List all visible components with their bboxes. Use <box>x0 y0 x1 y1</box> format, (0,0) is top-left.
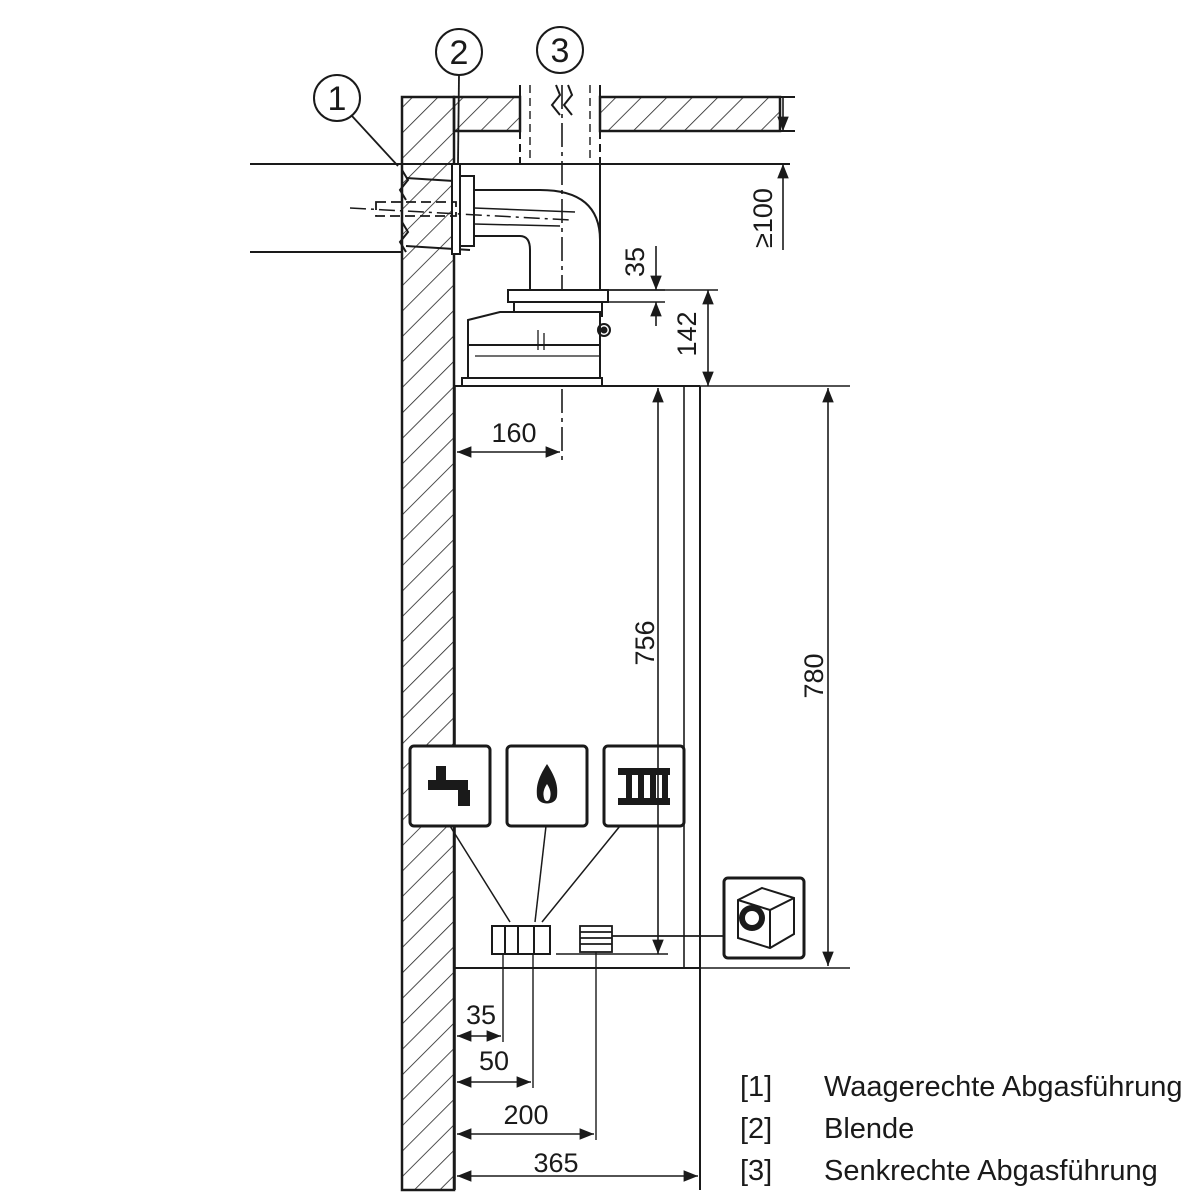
callout-3: 3 <box>536 26 584 74</box>
dim-inner-height: 756 <box>630 620 660 665</box>
dim-total-height: 780 <box>799 653 829 698</box>
legend-label: Waagerechte Abgasführung <box>824 1070 1183 1103</box>
legend: [1] Waagerechte Abgasführung [2] Blende … <box>740 1066 1182 1192</box>
wall <box>400 95 456 1192</box>
callout-1-label: 1 <box>328 80 347 118</box>
callout-2-label: 2 <box>450 34 469 72</box>
legend-item: [2] Blende <box>740 1108 1182 1150</box>
legend-item: [3] Senkrechte Abgasführung <box>740 1150 1182 1192</box>
icon-leaders <box>449 825 621 923</box>
legend-num: [1] <box>740 1070 773 1103</box>
dim-conn-365: 365 <box>533 1148 578 1178</box>
dim-flue-axis: 160 <box>491 418 536 448</box>
dim-conn-50: 50 <box>479 1046 509 1076</box>
device-head <box>461 289 611 387</box>
callout-2: 2 <box>435 28 483 165</box>
connection-block <box>491 925 668 955</box>
dimension-lines <box>457 97 834 1182</box>
callout-1: 1 <box>313 74 399 167</box>
siphon-icon <box>722 876 806 960</box>
flame-icon <box>505 744 589 828</box>
legend-label: Blende <box>824 1112 915 1145</box>
legend-num: [3] <box>740 1154 773 1187</box>
ceiling <box>452 95 782 133</box>
siphon-block <box>579 925 724 953</box>
tap-icon <box>408 744 492 828</box>
legend-item: [1] Waagerechte Abgasführung <box>740 1066 1182 1108</box>
dim-conn-35: 35 <box>466 1000 496 1030</box>
legend-num: [2] <box>740 1112 773 1145</box>
radiator-icon <box>602 744 686 828</box>
dim-ceiling-min: ≥100 <box>748 188 778 248</box>
callout-3-label: 3 <box>551 32 570 70</box>
dim-top-offset: 35 <box>620 247 650 277</box>
dim-conn-200: 200 <box>503 1100 548 1130</box>
dim-device-top: 142 <box>672 311 702 356</box>
legend-label: Senkrechte Abgasführung <box>824 1154 1158 1187</box>
horizontal-flue <box>349 163 601 255</box>
vertical-flue <box>519 84 601 460</box>
